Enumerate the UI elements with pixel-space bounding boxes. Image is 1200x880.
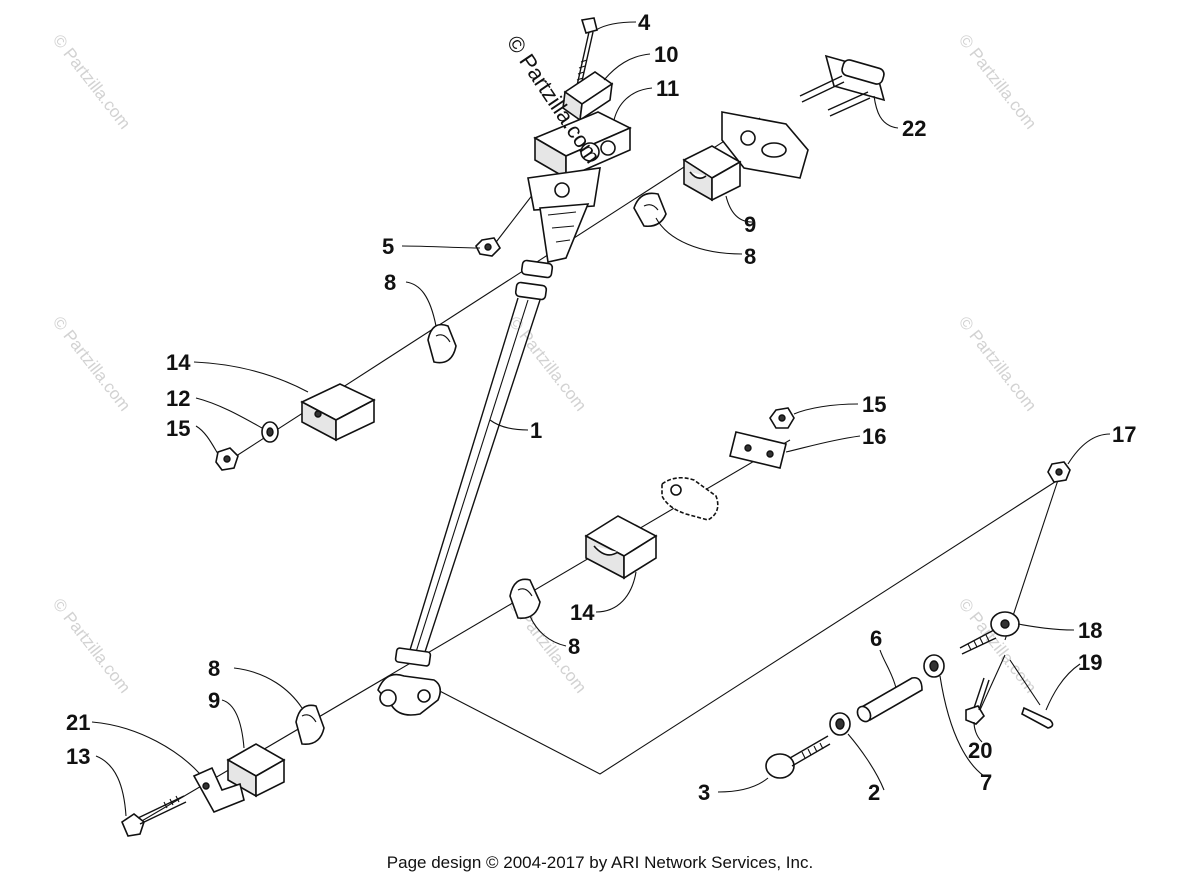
- assembly-lines: [134, 117, 1059, 826]
- part-2-bushing[interactable]: [829, 712, 851, 736]
- part-8-bushing[interactable]: [633, 192, 667, 228]
- part-19-cotter-pin[interactable]: [1021, 706, 1054, 729]
- callout-8: 8: [384, 270, 396, 295]
- callout-15: 15: [862, 392, 886, 417]
- callout-22: 22: [902, 116, 926, 141]
- watermark: © Partzilla.com: [955, 313, 1041, 415]
- callout-19: 19: [1078, 650, 1102, 675]
- part-16-plate[interactable]: [729, 431, 787, 469]
- watermark: © Partzilla.com: [49, 31, 135, 133]
- part-8-bushing[interactable]: [427, 323, 457, 364]
- part-15-nut[interactable]: [215, 447, 239, 471]
- callout-14: 14: [570, 600, 595, 625]
- part-5-nut[interactable]: [475, 237, 502, 257]
- callout-10: 10: [654, 42, 678, 67]
- callout-9: 9: [208, 688, 220, 713]
- callout-8: 8: [568, 634, 580, 659]
- callout-6: 6: [870, 626, 882, 651]
- watermark: © Partzilla.com: [49, 313, 135, 415]
- watermark: © Partzilla.com: [49, 595, 135, 697]
- callout-2: 2: [868, 780, 880, 805]
- callout-8: 8: [744, 244, 756, 269]
- part-13-bolt[interactable]: [121, 795, 187, 837]
- part-22-u-bolt[interactable]: [799, 54, 886, 117]
- callout-5: 5: [382, 234, 394, 259]
- part-6-spacer-tube[interactable]: [855, 676, 923, 724]
- callout-11: 11: [656, 76, 679, 101]
- callout-20: 20: [968, 738, 992, 763]
- watermarks: © Partzilla.com © Partzilla.com © Partzi…: [49, 31, 1041, 697]
- callout-8: 8: [208, 656, 220, 681]
- part-7-bushing[interactable]: [923, 654, 945, 678]
- mounting-plate-lower[interactable]: [661, 476, 719, 521]
- callout-18: 18: [1078, 618, 1102, 643]
- part-14-clamp-block[interactable]: [300, 383, 376, 442]
- part-17-nut[interactable]: [1047, 461, 1071, 483]
- part-8-bushing[interactable]: [509, 578, 541, 619]
- part-3-tie-rod-end[interactable]: [765, 735, 831, 779]
- callouts: 4 10 11 22 9 8 5 8 14 12 15 1 15 16 17 1…: [66, 10, 1136, 805]
- page-footer: Page design © 2004-2017 by ARI Network S…: [387, 853, 813, 872]
- part-8-bushing[interactable]: [295, 704, 325, 745]
- callout-3: 3: [698, 780, 710, 805]
- mounting-plate-upper[interactable]: [721, 111, 809, 179]
- callout-13: 13: [66, 744, 90, 769]
- watermark: © Partzilla.com: [955, 31, 1041, 133]
- steering-arm[interactable]: [377, 673, 442, 716]
- part-21-bracket[interactable]: [192, 766, 245, 814]
- part-1-steering-shaft[interactable]: [394, 297, 541, 667]
- callout-7: 7: [980, 770, 992, 795]
- callout-15: 15: [166, 416, 190, 441]
- callout-9: 9: [744, 212, 756, 237]
- watermark: © Partzilla.com: [505, 313, 591, 415]
- part-14-clamp-block[interactable]: [584, 515, 658, 580]
- part-15-nut[interactable]: [769, 407, 795, 429]
- callout-1: 1: [530, 418, 542, 443]
- watermark: © Partzilla.com: [955, 595, 1041, 697]
- callout-14: 14: [166, 350, 191, 375]
- part-18-tie-rod-end[interactable]: [959, 611, 1020, 655]
- callout-21: 21: [66, 710, 90, 735]
- callout-4: 4: [638, 10, 651, 35]
- callout-12: 12: [166, 386, 190, 411]
- part-9-clamp[interactable]: [682, 145, 742, 202]
- part-11-bearing-block[interactable]: [533, 111, 632, 180]
- part-9-clamp[interactable]: [226, 743, 286, 798]
- part-20-bolt[interactable]: [965, 677, 990, 725]
- steering-column-housing[interactable]: [514, 167, 601, 301]
- part-12-washer[interactable]: [261, 421, 279, 443]
- callout-17: 17: [1112, 422, 1136, 447]
- leader-lines: [91, 21, 1111, 817]
- callout-16: 16: [862, 424, 886, 449]
